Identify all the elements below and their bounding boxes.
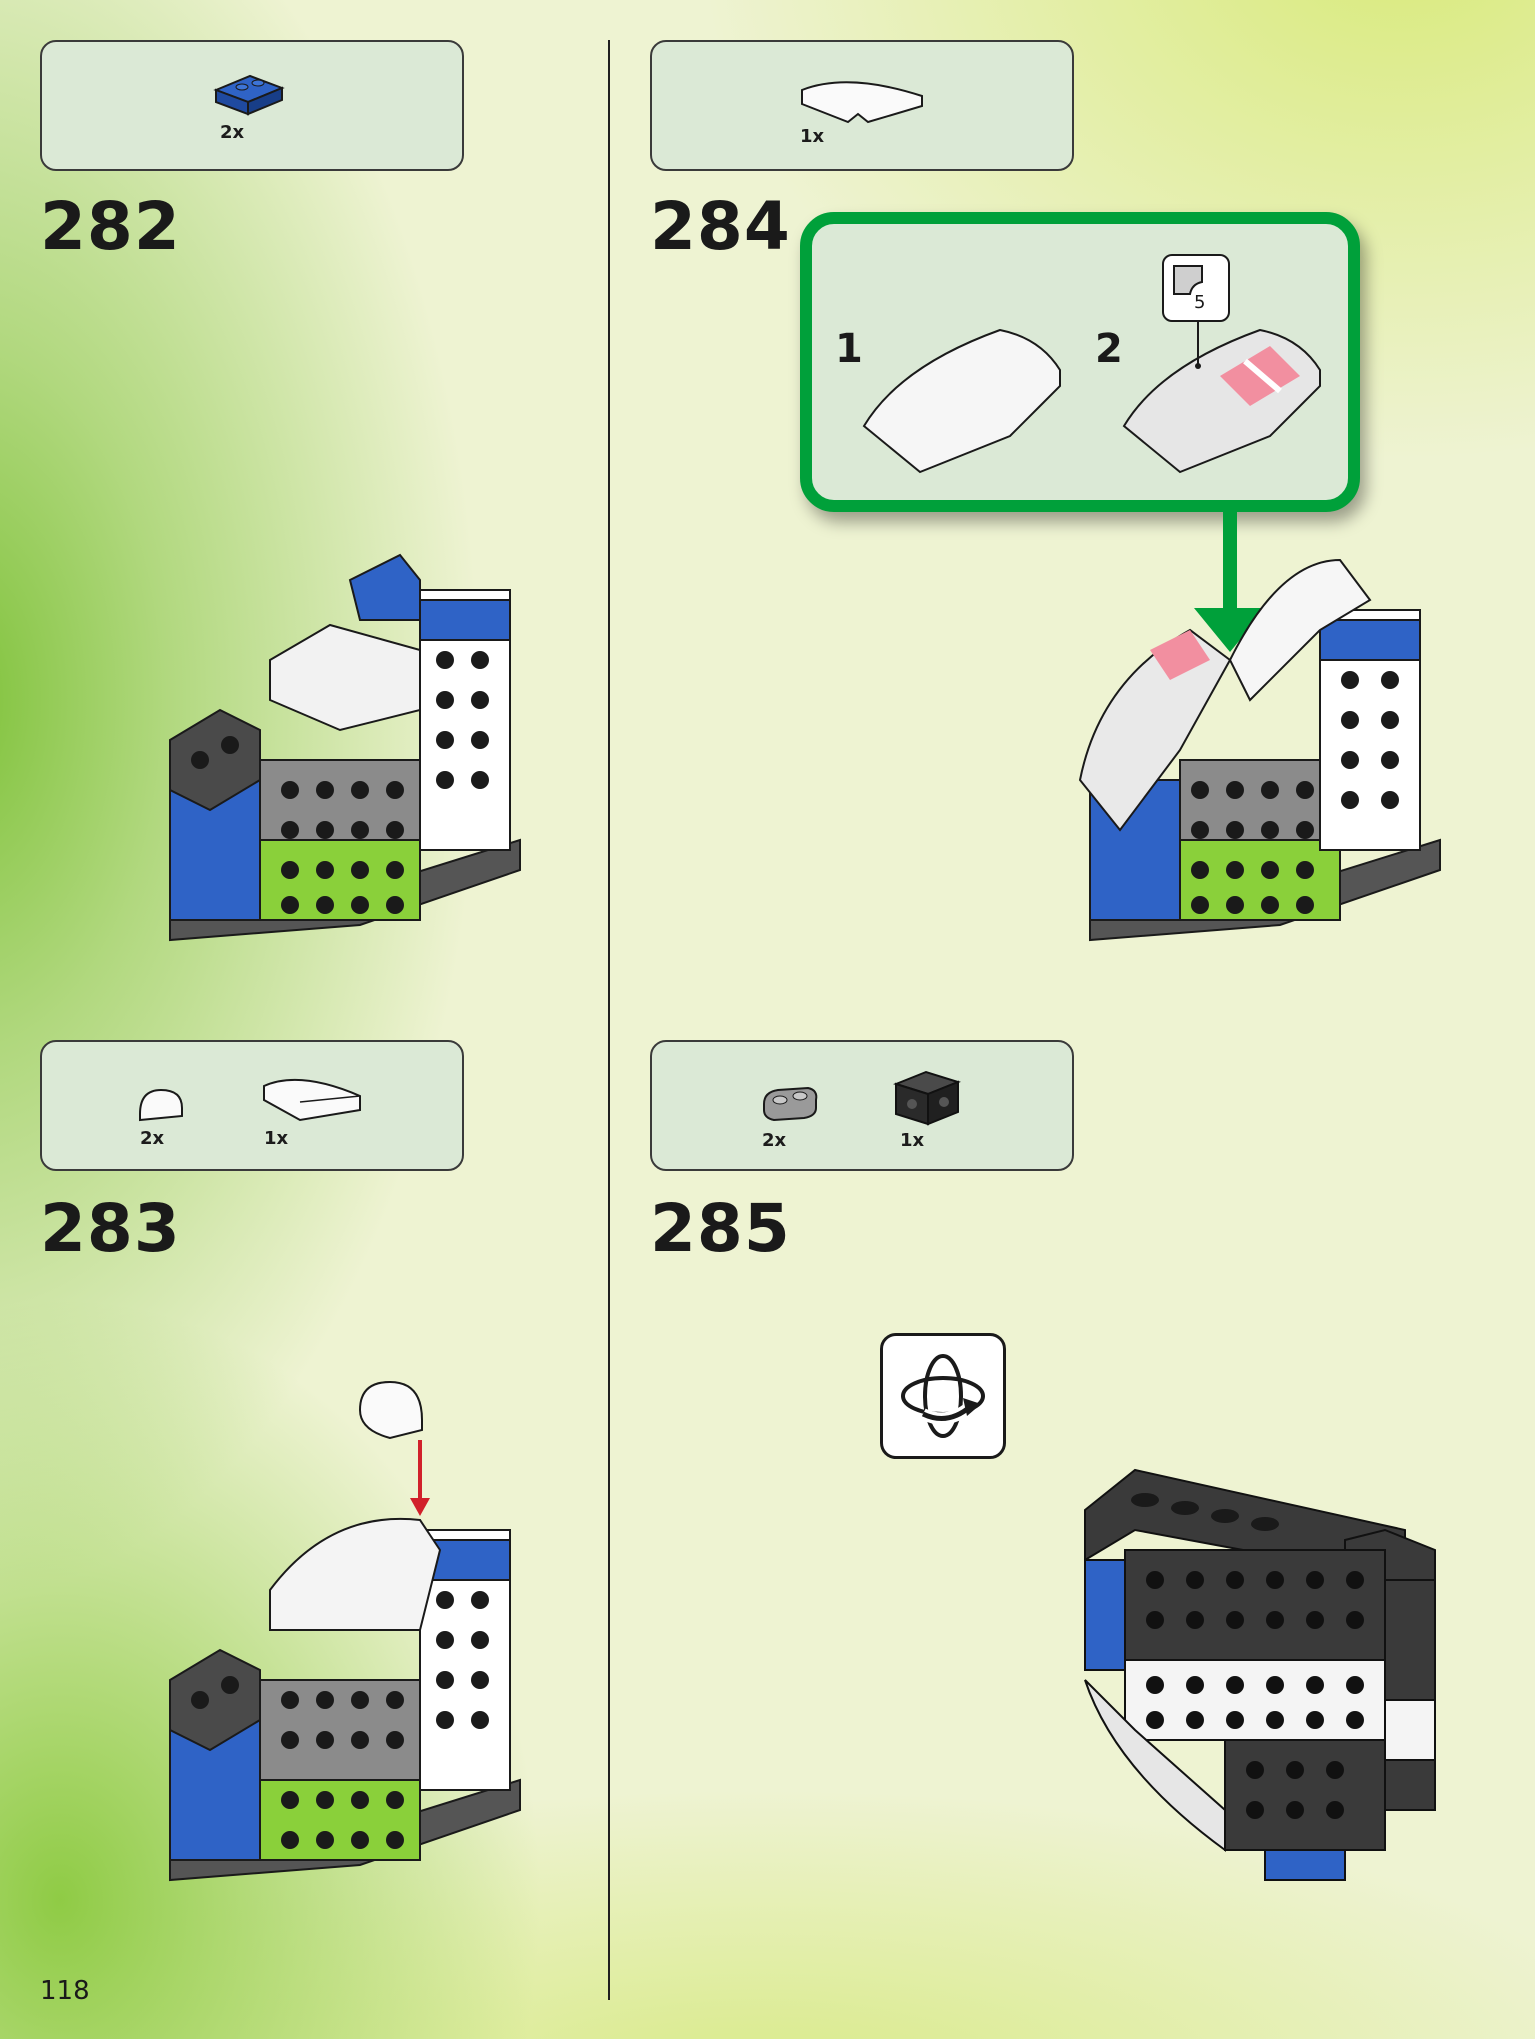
part-qty: 2x: [140, 1128, 165, 1149]
part-qty: 2x: [220, 122, 245, 143]
step-number-284: 284: [650, 188, 791, 265]
substep-number-1: 1: [835, 326, 863, 372]
substep-number-2: 2: [1095, 326, 1123, 372]
sticker-sheet-icon: [1173, 265, 1203, 295]
step-number-283: 283: [40, 1190, 181, 1267]
callout-sticker-piece-illustration: [1122, 328, 1321, 474]
callout-slope-piece-illustration: [862, 328, 1061, 474]
sticker-number: 5: [1194, 292, 1206, 313]
page-number: 118: [40, 1976, 90, 2006]
green-arrow-icon: [1194, 512, 1266, 652]
step-number-285: 285: [650, 1190, 791, 1267]
blue-bracket-plate-icon: [213, 74, 285, 116]
sticker-leader-line: [1195, 322, 1201, 369]
model-step-285-illustration: [1084, 1468, 1436, 1881]
model-step-284-illustration: [1078, 558, 1441, 942]
gray-plate-1x2-icon: [763, 1086, 818, 1122]
part-qty: 1x: [800, 126, 825, 147]
model-step-283-illustration: [169, 1380, 521, 1882]
black-brick-1x2-studs-icon: [893, 1070, 961, 1126]
parts-box-step-285: 2x 1x: [650, 1040, 1074, 1171]
column-divider: [608, 40, 610, 2000]
step-number-282: 282: [40, 188, 181, 265]
part-qty: 1x: [264, 1128, 289, 1149]
model-step-282-illustration: [169, 553, 521, 942]
white-curved-slope-long-icon: [801, 81, 923, 124]
rotate-model-hint: [880, 1333, 1006, 1459]
sticker-tag: 5: [1162, 254, 1230, 322]
white-curved-slope-icon: [263, 1078, 361, 1122]
part-qty: 1x: [900, 1130, 925, 1151]
rotate-model-icon: [901, 1354, 985, 1438]
part-qty: 2x: [762, 1130, 787, 1151]
parts-box-step-282: 2x: [40, 40, 464, 171]
parts-box-step-284: 1x: [650, 40, 1074, 171]
white-round-tile-icon: [139, 1088, 183, 1122]
parts-box-step-283: 2x 1x: [40, 1040, 464, 1171]
